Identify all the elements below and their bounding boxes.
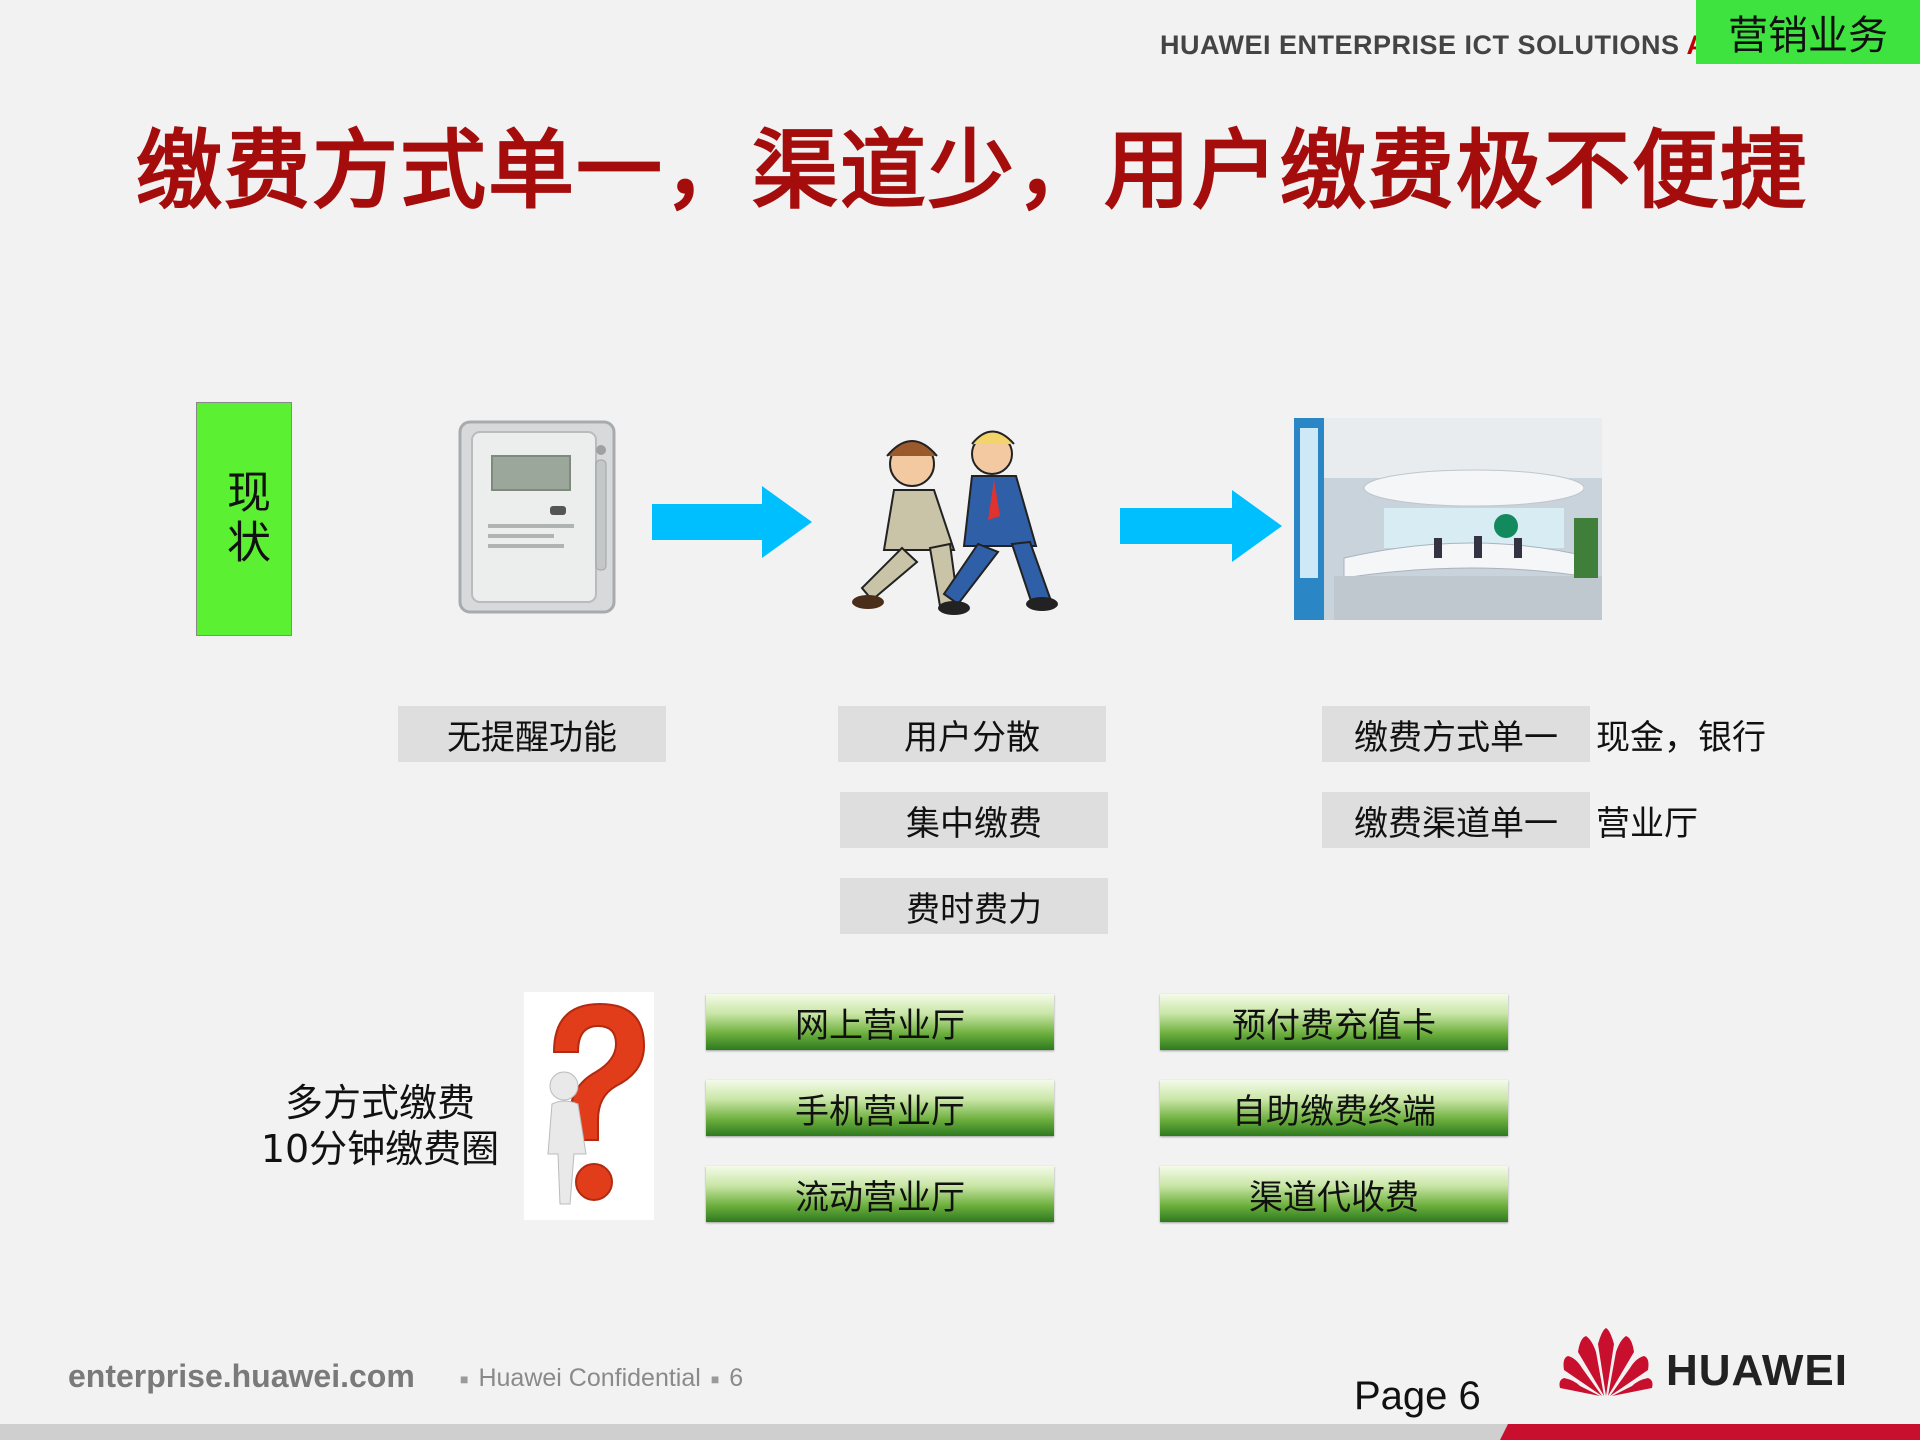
footer-confidential: Huawei Confidential xyxy=(478,1364,701,1392)
label-centralized-pay: 集中缴费 xyxy=(840,792,1108,848)
bottom-red-bar xyxy=(1500,1424,1920,1440)
channel-mobile-service: 流动营业厅 xyxy=(706,1166,1054,1222)
label-users-scattered: 用户分散 xyxy=(838,706,1106,762)
multi-pay-line2: 10分钟缴费圈 xyxy=(260,1127,500,1171)
arrow-right-icon xyxy=(652,486,812,558)
huawei-logo-text: HUAWEI xyxy=(1666,1346,1848,1395)
label-single-method-note: 现金，银行 xyxy=(1596,717,1766,758)
bottom-bar xyxy=(0,1424,1920,1440)
channel-prepaid-card: 预付费充值卡 xyxy=(1160,994,1508,1050)
question-mark-figure-image xyxy=(524,992,654,1220)
channel-agent-collection: 渠道代收费 xyxy=(1160,1166,1508,1222)
service-hall-image xyxy=(1294,418,1602,620)
channel-online-hall: 网上营业厅 xyxy=(706,994,1054,1050)
multi-pay-caption: 多方式缴费 10分钟缴费圈 xyxy=(250,1080,510,1172)
label-single-channel-note: 营业厅 xyxy=(1596,803,1698,844)
page-title: 缴费方式单一，渠道少，用户缴费极不便捷 xyxy=(136,121,1808,221)
footer-confidential-line: ■ Huawei Confidential ■ 6 xyxy=(450,1364,743,1393)
electric-meter-image xyxy=(458,420,616,614)
label-time-consuming: 费时费力 xyxy=(840,878,1108,934)
running-people-image xyxy=(852,430,1058,615)
page-number: Page 6 xyxy=(1354,1374,1481,1418)
label-no-reminder: 无提醒功能 xyxy=(398,706,666,762)
section-tag: 营销业务 xyxy=(1696,0,1920,64)
arrow-right-icon xyxy=(1120,490,1282,562)
status-box: 现状 xyxy=(196,402,292,636)
footer-page-small: 6 xyxy=(729,1364,744,1392)
channel-mobile-hall: 手机营业厅 xyxy=(706,1080,1054,1136)
channel-self-service-terminal: 自助缴费终端 xyxy=(1160,1080,1508,1136)
label-single-channel: 缴费渠道单一 xyxy=(1322,792,1590,848)
footer-separator-icon: ■ xyxy=(710,1371,720,1388)
header-brand-main: HUAWEI ENTERPRISE ICT SOLUTIONS xyxy=(1160,30,1687,60)
footer-separator-icon: ■ xyxy=(460,1371,469,1388)
multi-pay-line1: 多方式缴费 xyxy=(284,1081,475,1125)
header-brand: HUAWEI ENTERPRISE ICT SOLUTIONS A B xyxy=(1160,30,1734,61)
label-single-method: 缴费方式单一 xyxy=(1322,706,1590,762)
huawei-logo-icon xyxy=(1559,1328,1653,1396)
footer-site: enterprise.huawei.com xyxy=(68,1358,415,1394)
